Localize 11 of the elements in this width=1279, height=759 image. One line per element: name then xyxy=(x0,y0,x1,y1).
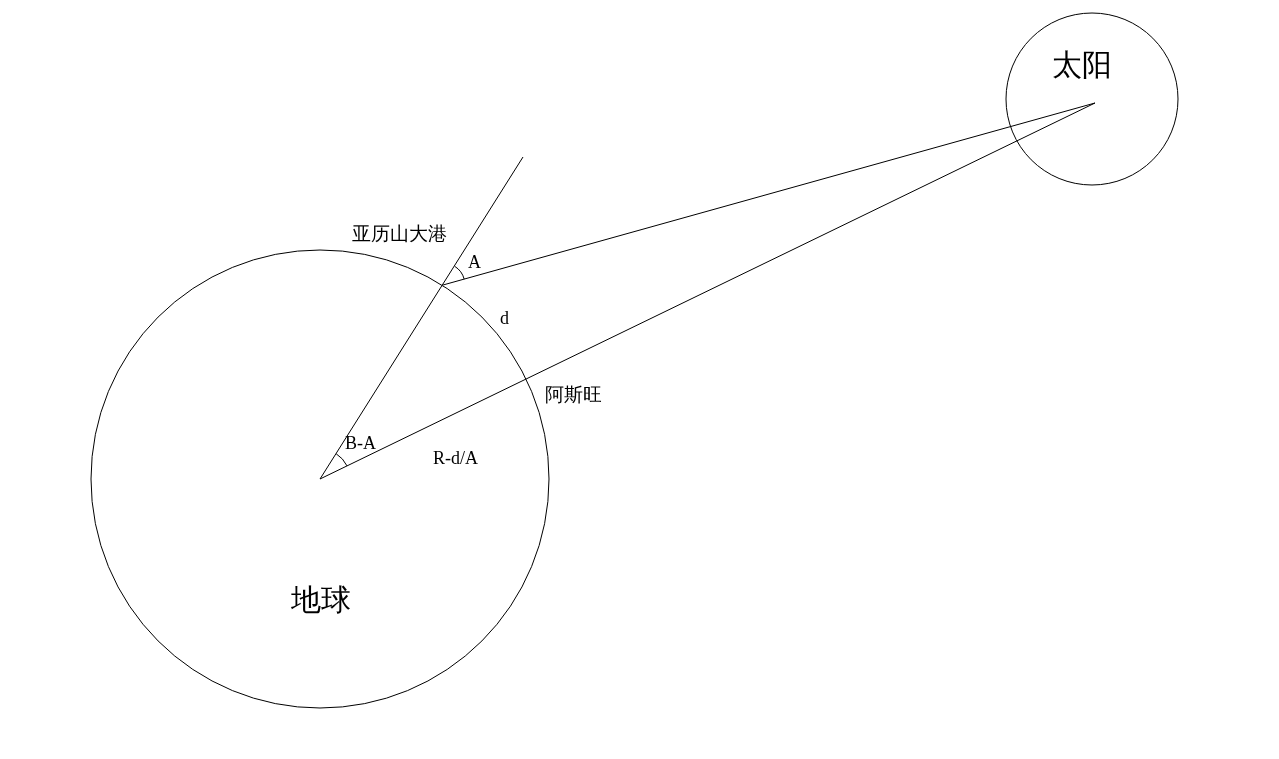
circle-label: 太阳 xyxy=(1052,50,1112,80)
circle-label: 地球 xyxy=(291,585,351,615)
line xyxy=(319,102,1096,480)
sun-circle xyxy=(1005,12,1179,186)
place-label: 阿斯旺 xyxy=(545,385,602,404)
line xyxy=(442,102,1096,286)
arc-label: d xyxy=(500,309,509,327)
distance-label: R-d/A xyxy=(433,449,478,467)
angle-label: B-A xyxy=(345,434,376,452)
angle-label: A xyxy=(468,253,481,271)
line xyxy=(319,156,524,480)
